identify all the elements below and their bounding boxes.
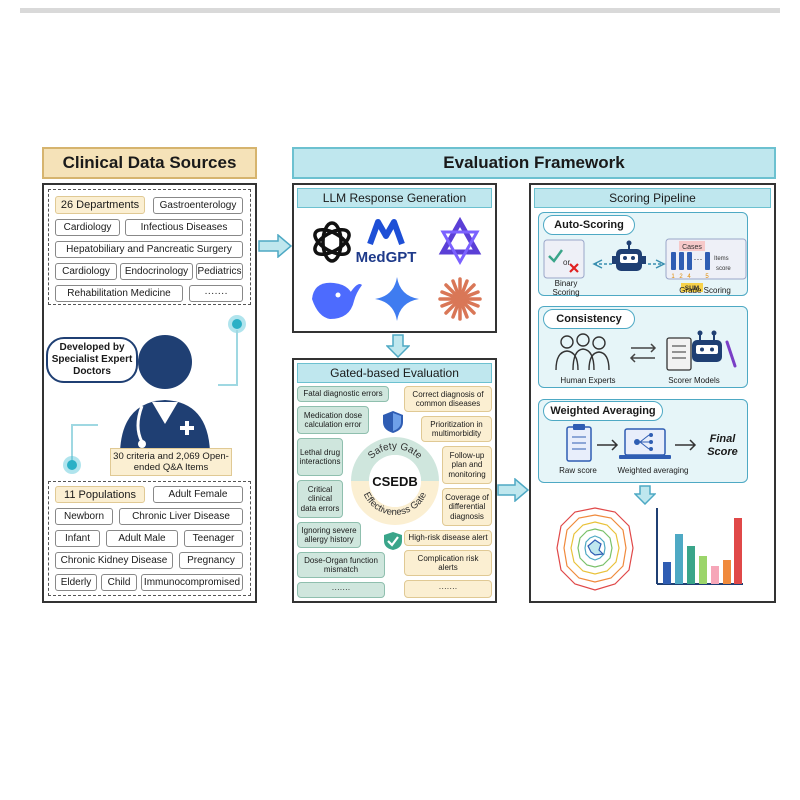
laptop-icon xyxy=(619,428,671,459)
safety-item: Lethal drug interactions xyxy=(297,438,343,476)
raw-score-clipboard-icon xyxy=(566,424,592,462)
clinical-data-sources-header: Clinical Data Sources xyxy=(42,147,257,179)
csedb-gate-ring: Safety Gate Effectiveness Gate CSEDB xyxy=(351,437,439,525)
score-label: score xyxy=(716,266,731,272)
population-tag: Teenager xyxy=(184,530,243,547)
llm-logos: MedGPT xyxy=(312,216,482,321)
population-tag: Adult Female xyxy=(153,486,243,503)
population-tag: Immunocompromised xyxy=(141,574,243,591)
flow-arrow-right-icon xyxy=(258,234,292,258)
claude-logo xyxy=(438,277,482,321)
safety-item-more: ······· xyxy=(297,582,385,598)
num-label: 4 xyxy=(687,274,691,280)
auto-scoring-diagram: or Cases ··· 1 2 4 5 Items score SUM xyxy=(543,238,747,292)
scoring-pipeline-title: Scoring Pipeline xyxy=(534,188,771,208)
arrow-right-icon xyxy=(675,439,697,451)
population-tag: Chronic Kidney Disease xyxy=(55,552,173,569)
or-label: or xyxy=(563,258,570,267)
safety-item: Critical clinical data errors xyxy=(297,480,343,518)
population-tag: Newborn xyxy=(55,508,113,525)
medgpt-label: MedGPT xyxy=(356,249,417,266)
dept-tag: Pediatrics xyxy=(196,263,243,280)
dept-tag: Rehabilitation Medicine xyxy=(55,285,183,302)
effectiveness-item: Coverage of differential diagnosis xyxy=(442,488,492,526)
weighted-averaging-label: Weighted averaging xyxy=(617,466,689,475)
dept-tag: Hepatobiliary and Pancreatic Surgery xyxy=(55,241,243,258)
items-label: Items xyxy=(714,256,729,262)
gated-evaluation-title: Gated-based Evaluation xyxy=(297,363,492,383)
flow-arrow-down-icon xyxy=(386,334,410,358)
sum-label: SUM xyxy=(685,285,699,292)
csedb-label: CSEDB xyxy=(372,474,418,489)
safety-item: Ignoring severe allergy history xyxy=(297,522,361,548)
num-label: 2 xyxy=(679,274,683,280)
dept-tag: Cardiology xyxy=(55,219,120,236)
weighted-averaging-title: Weighted Averaging xyxy=(543,401,663,421)
safety-item: Medication dose calculation error xyxy=(297,406,369,434)
departments-box: 26 Departments Gastroenterology Cardiolo… xyxy=(48,189,251,305)
population-tag: Pregnancy xyxy=(179,552,243,569)
robot-icon xyxy=(612,240,646,271)
grade-scoring-label: Grade Scoring xyxy=(679,286,731,295)
dots-label: ··· xyxy=(694,254,703,264)
human-experts-icon xyxy=(555,333,610,371)
dept-tag: Gastroenterology xyxy=(153,197,243,214)
binary-scoring-label: Binary Scoring xyxy=(552,279,580,297)
flow-arrow-right-icon xyxy=(497,478,529,502)
arrow-right-icon xyxy=(597,439,619,451)
check-shield-icon xyxy=(384,532,402,550)
population-tag: Adult Male xyxy=(106,530,178,547)
auto-scoring-title: Auto-Scoring xyxy=(543,215,635,235)
shield-icon xyxy=(383,411,403,433)
deepseek-logo xyxy=(312,282,362,319)
departments-count: 26 Departments xyxy=(55,196,145,214)
safety-item: Fatal diagnostic errors xyxy=(297,386,389,402)
check-icon xyxy=(548,249,564,263)
safety-item: Dose-Organ function mismatch xyxy=(297,552,385,578)
dept-tag: Infectious Diseases xyxy=(125,219,243,236)
effectiveness-item: Complication risk alerts xyxy=(404,550,492,576)
effectiveness-item: High-risk disease alert xyxy=(404,530,492,546)
qwen-logo xyxy=(438,216,482,266)
flow-arrow-down-icon xyxy=(634,485,656,505)
human-experts-label: Human Experts xyxy=(560,376,616,385)
population-tag: Chronic Liver Disease xyxy=(119,508,243,525)
effectiveness-item: Prioritization in multimorbidity xyxy=(421,416,492,442)
dept-tag: Endocrinology xyxy=(120,263,193,280)
scorer-models-label: Scorer Models xyxy=(668,376,720,385)
doctor-illustration xyxy=(63,315,246,474)
scorer-models-icon xyxy=(666,330,737,371)
top-divider xyxy=(20,8,780,13)
effectiveness-item: Follow-up plan and monitoring xyxy=(442,446,492,484)
exchange-arrows-icon xyxy=(629,343,657,363)
llm-response-title: LLM Response Generation xyxy=(297,188,492,208)
medgpt-logo: MedGPT xyxy=(356,219,417,266)
criteria-label: 30 criteria and 2,069 Open-ended Q&A Ite… xyxy=(110,448,232,476)
effectiveness-item-more: ······· xyxy=(404,580,492,598)
effectiveness-item: Correct diagnosis of common diseases xyxy=(404,386,492,412)
populations-box: 11 Populations Adult Female Newborn Chro… xyxy=(48,481,251,596)
developed-by-bubble: Developed by Specialist Expert Doctors xyxy=(46,337,138,383)
population-tag: Infant xyxy=(55,530,100,547)
num-label: 1 xyxy=(671,274,675,280)
cases-label: Cases xyxy=(682,244,702,251)
bar-chart-icon xyxy=(656,508,743,585)
weighted-averaging-diagram xyxy=(566,424,697,462)
final-score-label: Final Score xyxy=(707,433,738,458)
consistency-diagram xyxy=(555,330,737,371)
cross-icon xyxy=(569,263,579,273)
populations-count: 11 Populations xyxy=(55,486,145,503)
dept-tag-more: ······· xyxy=(189,285,243,302)
openai-logo xyxy=(313,221,351,263)
population-tag: Child xyxy=(101,574,137,591)
radar-chart-icon xyxy=(556,507,634,591)
dept-tag: Cardiology xyxy=(55,263,117,280)
raw-score-label: Raw score xyxy=(559,466,597,475)
results-illustration xyxy=(556,507,743,591)
consistency-title: Consistency xyxy=(543,309,635,329)
gemini-logo xyxy=(375,277,419,321)
evaluation-framework-header: Evaluation Framework xyxy=(292,147,776,179)
num-label: 5 xyxy=(705,274,709,280)
population-tag: Elderly xyxy=(55,574,97,591)
